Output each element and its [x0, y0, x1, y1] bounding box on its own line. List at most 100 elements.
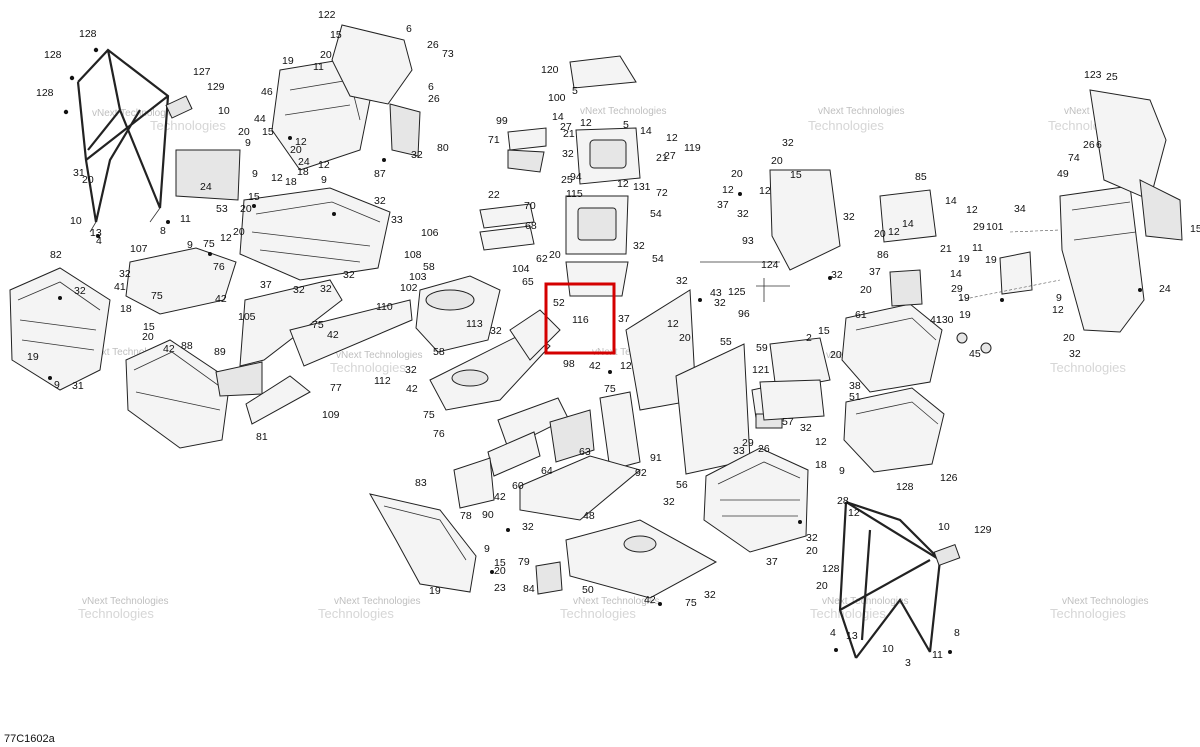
part-callout: 8	[160, 225, 166, 237]
part-callout: 125	[728, 286, 746, 298]
part-callout: 19	[958, 292, 970, 304]
part-callout: 42	[644, 594, 656, 606]
part-callout: 120	[541, 64, 559, 76]
part-callout: 87	[374, 168, 386, 180]
part-callout: 24	[200, 181, 212, 193]
part-callout: 53	[216, 203, 228, 215]
part-callout: 32	[714, 297, 726, 309]
watermark: vNext Technologies	[334, 596, 421, 607]
part-callout: 96	[738, 308, 750, 320]
part-callout: 54	[652, 253, 664, 265]
part-callout: 61	[855, 309, 867, 321]
watermark: Technologies	[318, 606, 394, 621]
part-callout: 50	[582, 584, 594, 596]
part-callout: 130	[936, 314, 954, 326]
part-callout: 32	[831, 269, 843, 281]
part-callout: 29	[973, 221, 985, 233]
part-callout: 10	[882, 643, 894, 655]
part-callout: 15	[790, 169, 802, 181]
part-callout: 84	[523, 583, 535, 595]
center-floor-panels	[369, 391, 718, 599]
part-callout: 14	[640, 125, 652, 137]
part-callout: 20	[1063, 332, 1075, 344]
watermark: Technologies	[78, 606, 154, 621]
part-callout: 42	[327, 329, 339, 341]
part-callout: 5	[623, 119, 629, 131]
highlighted-part-box	[544, 282, 616, 355]
watermark: Technologies	[150, 118, 226, 133]
part-callout: 116	[572, 314, 589, 326]
part-callout: 24	[1159, 283, 1171, 295]
part-callout: 20	[806, 545, 818, 557]
part-callout: 9	[252, 168, 258, 180]
part-callout: 6	[406, 23, 412, 35]
part-callout: 21	[656, 152, 668, 164]
part-callout: 72	[656, 187, 668, 199]
part-callout: 19	[985, 254, 997, 266]
part-callout: 12	[722, 184, 734, 196]
part-callout: 27	[664, 150, 676, 162]
part-callout: 25	[561, 174, 573, 186]
part-callout: 24	[298, 156, 310, 168]
part-callout: 12	[666, 132, 678, 144]
part-callout: 109	[322, 409, 340, 421]
part-callout: 9	[839, 465, 845, 477]
part-callout: 101	[986, 221, 1004, 233]
part-callout: 33	[733, 445, 745, 457]
part-callout: 26	[428, 93, 440, 105]
part-callout: 34	[1014, 203, 1026, 215]
part-callout: 37	[717, 199, 729, 211]
part-callout: 32	[782, 137, 794, 149]
part-callout: 14	[950, 268, 962, 280]
part-callout: 18	[120, 303, 132, 315]
part-callout: 128	[44, 49, 62, 61]
part-callout: 18	[285, 176, 297, 188]
part-callout: 20	[238, 126, 250, 138]
part-callout: 89	[214, 346, 226, 358]
part-callout: 124	[761, 259, 779, 271]
part-callout: 12	[759, 185, 771, 197]
part-callout: 80	[437, 142, 449, 154]
watermark: vNext Technologies	[84, 347, 171, 358]
part-callout: 59	[756, 342, 768, 354]
part-callout: 76	[433, 428, 445, 440]
bulkhead-panels	[625, 169, 841, 475]
part-callout: 75	[151, 290, 163, 302]
front-roll-cage	[76, 48, 193, 233]
watermark: vNext Technologies	[82, 596, 169, 607]
part-callout: 41	[930, 314, 942, 326]
front-fascia-module	[271, 24, 421, 171]
part-callout: 26	[758, 443, 770, 455]
watermark: Technologies	[1050, 606, 1126, 621]
watermark: vNext Technologies	[573, 596, 660, 607]
part-callout: 26	[1083, 139, 1095, 151]
part-callout: 15	[262, 126, 274, 138]
part-callout: 4	[96, 235, 102, 247]
part-callout: 29	[951, 283, 963, 295]
part-callout: 32	[737, 208, 749, 220]
part-callout: 32	[411, 149, 423, 161]
part-callout: 20	[731, 168, 743, 180]
part-callout: 11	[932, 649, 943, 661]
part-callout: 15	[143, 321, 155, 333]
part-callout: 14	[902, 218, 914, 230]
part-callout: 10	[938, 521, 950, 533]
part-callout: 32	[806, 532, 818, 544]
part-callout: 121	[752, 364, 770, 376]
front-floor-tub	[175, 149, 391, 281]
part-callout: 32	[522, 521, 534, 533]
part-callout: 55	[720, 336, 732, 348]
part-callout: 32	[74, 285, 86, 297]
watermark: vNext Technologies	[580, 106, 667, 117]
part-callout: 14	[552, 111, 564, 123]
part-callout: 32	[663, 496, 675, 508]
part-callout: 15	[818, 325, 830, 337]
part-callout: 32	[490, 325, 502, 337]
part-callout: 122	[318, 9, 336, 21]
part-callout: 86	[877, 249, 889, 261]
part-callout: 32	[1069, 348, 1081, 360]
fastener-markers	[48, 47, 1142, 654]
part-callout: 76	[213, 261, 225, 273]
part-callout: 32	[405, 364, 417, 376]
